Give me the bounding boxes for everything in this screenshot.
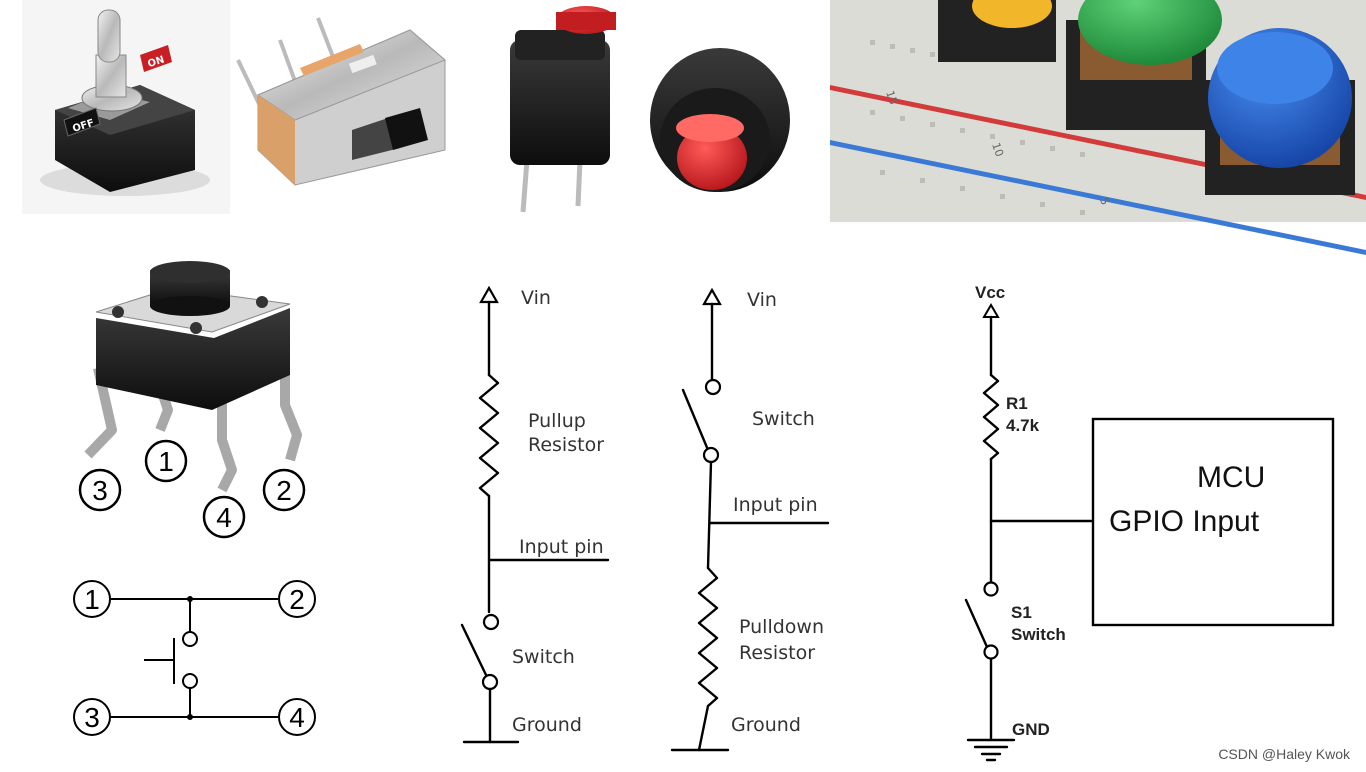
mcu-title: MCU [1197,461,1265,494]
ground-icon [966,738,1016,762]
svg-text:5: 5 [1097,196,1112,207]
s1-switch-label: Switch [1011,625,1066,644]
svg-text:15: 15 [883,89,900,107]
svg-text:3: 3 [92,475,108,506]
svg-text:1: 1 [84,584,100,615]
mcu-box [1091,417,1335,627]
toggle-switch-photo: ON OFF [22,0,230,214]
switch-lever [681,388,710,452]
svg-text:3: 3 [84,702,100,733]
pulldown-resistor-label-1: Pulldown [739,616,824,638]
schematic-pin-1: 1 [73,580,111,618]
r1-value-label: 4.7k [1006,416,1040,435]
vin-arrow-icon [479,285,499,304]
svg-text:2: 2 [276,475,292,506]
pullup-circuit: Vin Pullup Resistor Input pin Switch Gro… [460,285,610,744]
tact-pin-callout-3: 3 [78,468,122,512]
pullup-input-pin-label: Input pin [519,536,604,558]
tact-pin-callout-1: 1 [144,439,188,483]
svg-text:10: 10 [989,141,1006,159]
pulldown-resistor-symbol [697,566,719,708]
switch-lever [460,623,489,679]
slide-switch-photo [236,17,446,186]
vcc-arrow-icon [982,303,1000,318]
pulldown-vin-label: Vin [747,289,777,311]
tact-switch-photo [84,261,302,493]
schematic-pin-2: 2 [278,580,316,618]
breadboard-buttons-photo: 15 10 5 [830,0,1366,255]
tact-pin-callout-4: 4 [202,495,246,539]
toggle-on-tag: ON [140,45,172,72]
gnd-label: GND [1012,720,1050,739]
pullup-resistor-label-1: Pullup [528,410,586,432]
tact-switch-schematic: 1 2 3 4 [73,580,316,736]
s1-contact-icon [983,581,999,597]
pulldown-input-pin-label: Input pin [733,494,818,516]
mcu-circuit: Vcc R1 4.7k S1 Switch GND MCU GPIO Input [964,283,1335,762]
schematic-pin-4: 4 [278,698,316,736]
svg-text:4: 4 [216,502,232,533]
svg-text:ON: ON [146,54,165,70]
pullup-ground-label: Ground [512,714,582,736]
switch-contact-icon [482,613,500,631]
schematic-pin-3: 3 [73,698,111,736]
svg-text:2: 2 [289,584,305,615]
vcc-label: Vcc [975,283,1005,302]
vin-arrow-icon [702,287,722,306]
watermark: CSDN @Haley Kwok [1218,746,1351,762]
r1-name-label: R1 [1006,394,1028,413]
s1-name-label: S1 [1011,603,1032,622]
pullup-switch-label: Switch [512,646,575,668]
tact-pin-callout-2: 2 [262,468,306,512]
r1-resistor-symbol [982,373,1000,461]
pulldown-switch-label: Switch [752,408,815,430]
panel-push-buttons-photo [510,6,790,213]
switch-contact-icon [704,378,722,396]
s1-lever [964,598,989,649]
pulldown-circuit: Vin Switch Input pin Pulldown Resistor G… [670,287,830,752]
pulldown-resistor-label-2: Resistor [739,642,815,664]
pullup-resistor-symbol [478,373,500,498]
mcu-gpio-input-label: GPIO Input [1109,505,1260,538]
pulldown-ground-label: Ground [731,714,801,736]
svg-text:4: 4 [289,702,305,733]
svg-text:1: 1 [158,446,174,477]
pullup-vin-label: Vin [521,287,551,309]
pullup-resistor-label-2: Resistor [528,434,604,456]
